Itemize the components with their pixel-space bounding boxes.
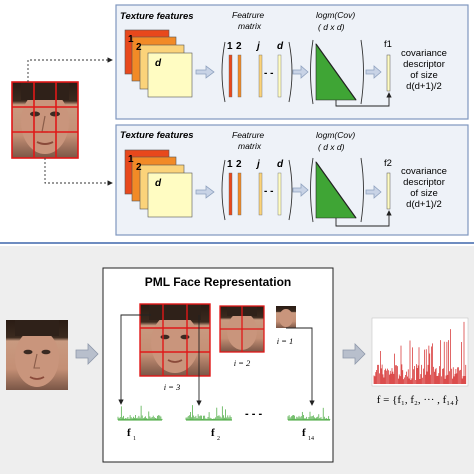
- stack-label-1: 1: [128, 154, 134, 165]
- level-label-2: i = 2: [234, 358, 251, 368]
- hist-sub-1: 1: [133, 436, 136, 442]
- stack-label-d: d: [155, 178, 162, 189]
- desc-line-1: covariance: [401, 166, 447, 177]
- descriptor-vector: [386, 172, 391, 210]
- stack-label-1: 1: [128, 34, 134, 45]
- texture-features-title: Texture features: [120, 11, 194, 22]
- matrix-col-j: j: [255, 159, 260, 170]
- desc-line-3: of size: [410, 70, 437, 81]
- hist-label-2: f: [211, 427, 215, 439]
- matrix-col-1: 1: [227, 159, 233, 170]
- histograms: [117, 405, 331, 421]
- stack-label-d: d: [155, 58, 162, 69]
- feature-matrix-title-2: matrix: [238, 141, 262, 151]
- matrix-col-2: 2: [236, 41, 242, 52]
- desc-line-1: covariance: [401, 48, 447, 59]
- logm-title-1: logm(Cov): [316, 10, 355, 20]
- hist-label-1: f: [127, 427, 131, 439]
- desc-line-3: of size: [410, 188, 437, 199]
- covariance-row-1: Texture features 1 2 d Featrure matrix 1…: [115, 4, 469, 120]
- descriptor-vector: [386, 54, 391, 92]
- feature-matrix-title-1: Featrure: [232, 130, 264, 140]
- stack-label-2: 2: [136, 162, 142, 173]
- logm-title-2: ( d x d): [318, 142, 345, 152]
- feature-matrix-title-1: Featrure: [232, 10, 264, 20]
- logm-title-1: logm(Cov): [316, 130, 355, 140]
- logm-title-2: ( d x d): [318, 22, 345, 32]
- pyramid-level-2-face: [219, 305, 265, 353]
- desc-line-4: d(d+1)/2: [406, 199, 442, 210]
- face-image-top: [11, 81, 79, 159]
- hist-ellipsis: - - -: [245, 408, 262, 420]
- matrix-col-1: 1: [227, 41, 233, 52]
- flow-arrow-into-pml: [75, 343, 99, 365]
- pml-box: [102, 267, 334, 463]
- flow-arrow-out-of-pml: [342, 343, 366, 365]
- f-label: f2: [384, 158, 392, 169]
- svg-text:- -: - -: [264, 186, 273, 197]
- level-label-1: i = 1: [277, 336, 294, 346]
- feature-matrix-title-2: matrix: [238, 21, 262, 31]
- desc-line-4: d(d+1)/2: [406, 81, 442, 92]
- face-image-bottom: [6, 320, 68, 390]
- svg-text:- -: - -: [264, 68, 273, 79]
- final-descriptor-plot: [371, 317, 469, 387]
- flow-arrow: [195, 65, 215, 79]
- matrix-col-j: j: [255, 41, 260, 52]
- pml-title: PML Face Representation: [145, 275, 291, 289]
- desc-line-2: descriptor: [403, 177, 445, 188]
- matrix-col-d: d: [277, 159, 284, 170]
- pyramid-level-1-face: [276, 306, 296, 328]
- hist-sub-2: 2: [217, 436, 220, 442]
- level-label-3: i = 3: [164, 382, 181, 392]
- face-connectors: [27, 57, 113, 186]
- level-connectors: [118, 314, 315, 406]
- covariance-row-2: Texture features 1 2 d Featrure matrix 1…: [115, 124, 469, 236]
- matrix-col-2: 2: [236, 159, 242, 170]
- final-formula: f = {f₁, f₂, ··· , f₁₄}: [377, 394, 460, 406]
- hist-label-14: f: [302, 427, 306, 439]
- texture-features-title: Texture features: [120, 130, 194, 141]
- hist-sub-14: 14: [308, 436, 314, 442]
- f-label: f1: [384, 39, 392, 50]
- matrix-col-d: d: [277, 41, 284, 52]
- stack-label-2: 2: [136, 42, 142, 53]
- pyramid-level-3-face: [139, 303, 211, 377]
- desc-line-2: descriptor: [403, 59, 445, 70]
